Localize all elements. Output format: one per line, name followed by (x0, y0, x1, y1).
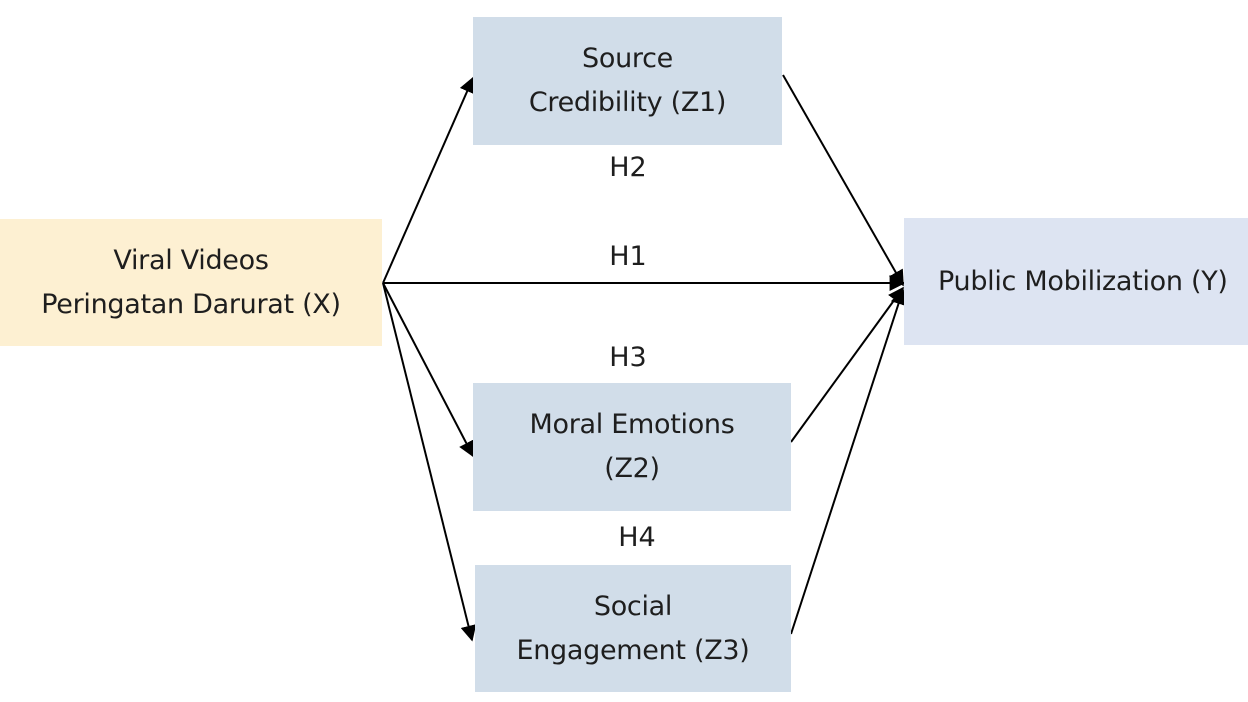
node-x-line-2: Peringatan Darurat (X) (41, 288, 341, 320)
node-x-line-1: Viral Videos (113, 244, 269, 276)
hypothesis-label-h2: H2 (609, 152, 647, 183)
edge-x-to-z1 (382, 76, 475, 284)
edge-x-to-z3 (382, 282, 477, 642)
edge-x-to-z2 (382, 282, 474, 458)
hypothesis-label-h3: H3 (609, 342, 647, 373)
node-z1-line-1: Source (582, 43, 673, 74)
node-z1-line-2: Credibility (Z1) (528, 87, 727, 118)
node-z2-line-2: (Z2) (604, 453, 660, 484)
node-z3-line-2: Engagement (Z3) (516, 634, 750, 666)
node-public-mobilization-y: Public Mobilization (Y) (904, 218, 1248, 345)
node-z3-line-1: Social (593, 590, 673, 622)
edge-z2-to-y (790, 286, 904, 443)
hypothesis-label-h4: H4 (618, 522, 656, 553)
node-z2-line-1: Moral Emotions (529, 409, 735, 440)
node-viral-videos-x: Viral Videos Peringatan Darurat (X) (0, 219, 382, 346)
node-moral-emotions-z2: Moral Emotions (Z2) (473, 383, 791, 511)
hypothesis-label-h1: H1 (609, 241, 647, 272)
edge-z1-to-y (782, 74, 904, 287)
node-source-credibility-z1: Source Credibility (Z1) (473, 17, 782, 145)
node-y-line-1: Public Mobilization (Y) (938, 265, 1228, 297)
edge-z3-to-y (790, 288, 907, 635)
node-social-engagement-z3: Social Engagement (Z3) (475, 565, 791, 692)
